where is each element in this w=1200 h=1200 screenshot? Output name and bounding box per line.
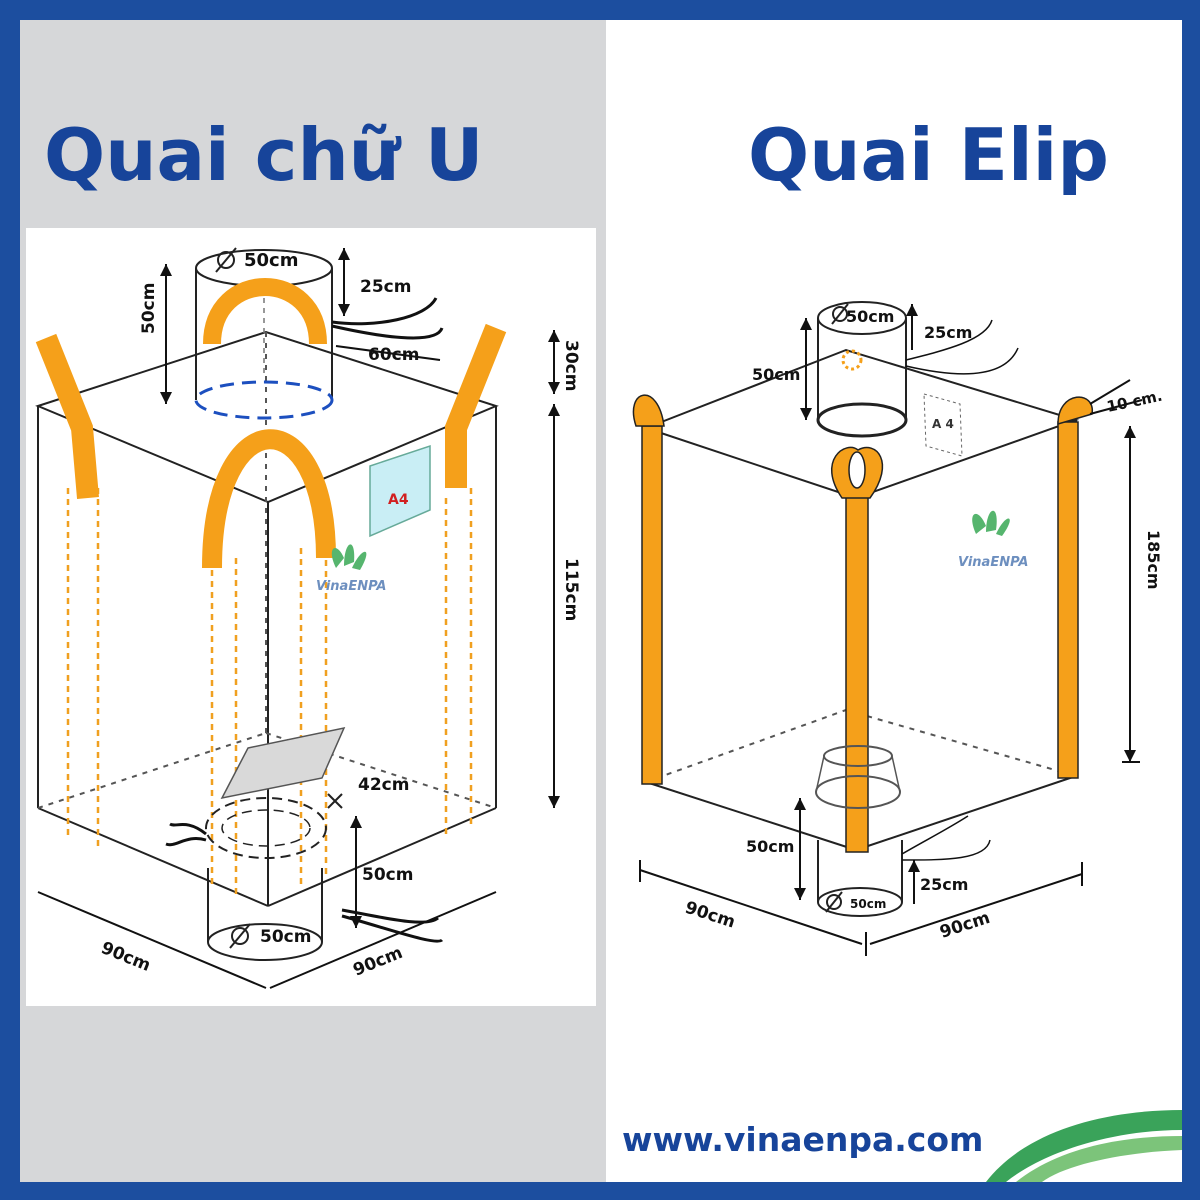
top-spout-diameter-label: 50cm (244, 250, 298, 271)
width-left-label: 90cm (98, 938, 153, 976)
top-tie-string (331, 324, 444, 340)
strap-left (641, 425, 663, 785)
top-tie-string (331, 297, 438, 326)
title-ellipse-handle: Quai Elip (748, 113, 1109, 197)
hidden-edge-back-left (645, 709, 847, 783)
tie-length-label: 25cm (360, 277, 411, 297)
u-handle-bag-drawing: A4 VinaENPA (26, 228, 596, 1006)
bag-edge-bottom-left (645, 781, 857, 851)
width-left-label: 90cm (682, 898, 737, 933)
hidden-edge-back-left (37, 732, 267, 809)
brand-label: VinaENPA (316, 579, 386, 594)
hidden-edge-back-right (845, 709, 1077, 777)
bag-edge-bottom-left (37, 807, 269, 907)
bottom-spout-height-label: 50cm (746, 837, 794, 856)
ellipse-loops (632, 394, 1093, 499)
vinaenpa-logo: VinaENPA (316, 544, 386, 594)
bag-edge-bottom-right (267, 807, 497, 907)
top-spout-height-label: 50cm (139, 283, 159, 334)
body-height-label: 185cm (1144, 530, 1163, 590)
vinaenpa-logo: VinaENPA (958, 510, 1028, 570)
strap-right (1057, 421, 1079, 779)
tie-length-label: 25cm (924, 323, 972, 342)
top-spout (194, 249, 334, 420)
right-panel: Quai Elip (606, 20, 1182, 1182)
bottom-spout-height-label: 50cm (362, 865, 413, 885)
top-spout (816, 301, 1019, 438)
ellipse-handle-bag-drawing: A 4 VinaENPA (606, 200, 1182, 1020)
brand-label: VinaENPA (958, 555, 1028, 570)
title-u-handle: Quai chữ U (44, 113, 484, 197)
bag-edge-bottom-right (855, 775, 1077, 851)
top-spout-height-label: 50cm (752, 365, 800, 384)
u-strap-left (35, 333, 99, 499)
diameter-icon (215, 247, 237, 273)
top-spout-diameter-label: 50cm (846, 307, 894, 326)
website-link[interactable]: www.vinaenpa.com (622, 1120, 984, 1159)
tie-width-label: 60cm (368, 345, 419, 365)
hidden-edge-back-right (265, 732, 497, 809)
bottom-spout-diameter-label: 50cm (260, 927, 311, 947)
diameter-icon (825, 891, 843, 913)
top-height-label: 30cm (561, 340, 581, 391)
leaf-logo-icon (331, 544, 367, 570)
leaf-logo-icon (972, 510, 1010, 536)
bottom-discharge (165, 726, 346, 859)
a4-label: A4 (388, 492, 409, 508)
width-right-label: 90cm (350, 943, 405, 981)
bottom-cross-label: 42cm (358, 775, 409, 795)
u-strap-front (202, 429, 336, 569)
u-strap-top (203, 278, 327, 345)
diameter-icon (229, 923, 251, 949)
loop-height-label: 10 cm. (1105, 387, 1164, 416)
u-handle-bag-svg: A4 VinaENPA (35, 247, 581, 989)
strap-front (845, 495, 869, 853)
a4-document-pocket: A 4 (923, 393, 963, 457)
u-strap-right (445, 323, 507, 488)
leaf-decoration-icon (986, 1110, 1182, 1182)
dimension-arrows (639, 304, 1143, 956)
bottom-tie-length-label: 25cm (920, 875, 968, 894)
ellipse-handle-bag-svg: A 4 VinaENPA (632, 301, 1164, 956)
bottom-spout-diameter-label: 50cm (850, 897, 886, 911)
diameter-icon (831, 303, 849, 325)
a4-document-pocket: A4 (369, 444, 431, 538)
left-panel: Quai chữ U (20, 20, 606, 1182)
a4-label: A 4 (932, 417, 954, 431)
body-height-label: 115cm (561, 558, 581, 621)
